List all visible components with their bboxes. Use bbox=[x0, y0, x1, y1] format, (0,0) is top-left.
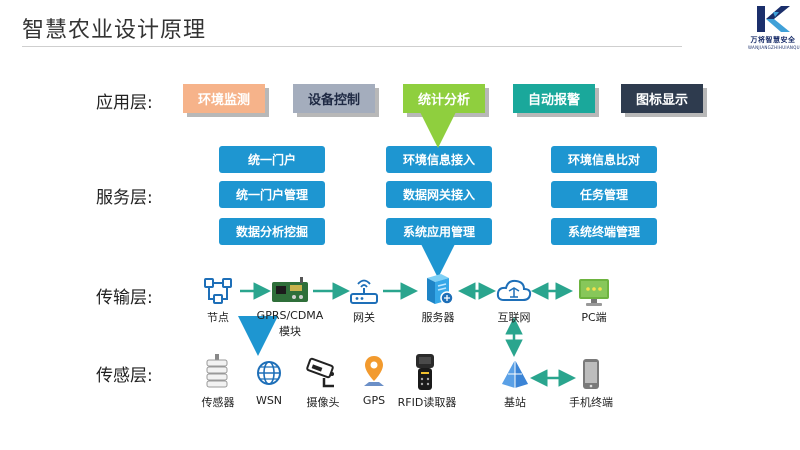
sensor-label: 传感器 bbox=[201, 396, 235, 409]
module-chart-display[interactable]: 图标显示 bbox=[621, 84, 703, 113]
node-label: 节点 bbox=[207, 311, 229, 324]
gateway-icon bbox=[350, 279, 378, 304]
service-data-mining[interactable]: 数据分析挖掘 bbox=[219, 218, 325, 245]
gprs-label: GPRS/CDMA bbox=[256, 309, 324, 322]
mobile-phone-icon bbox=[583, 359, 599, 389]
wsn-label: WSN bbox=[255, 394, 283, 407]
transport-layer-label: 传输层: bbox=[96, 288, 153, 308]
rfid-label: RFID读取器 bbox=[397, 396, 457, 409]
title-divider bbox=[22, 46, 682, 47]
application-layer-label: 应用层: bbox=[96, 93, 153, 113]
server-label: 服务器 bbox=[421, 311, 455, 324]
mobile-label: 手机终端 bbox=[569, 396, 613, 409]
rfid-reader-icon bbox=[416, 354, 434, 390]
module-environment-monitoring[interactable]: 环境监测 bbox=[183, 84, 265, 113]
module-auto-alarm[interactable]: 自动报警 bbox=[513, 84, 595, 113]
service-task-management[interactable]: 任务管理 bbox=[551, 181, 657, 208]
internet-cloud-icon bbox=[496, 279, 532, 301]
base-station-label: 基站 bbox=[504, 396, 526, 409]
service-unified-portal-management[interactable]: 统一门户管理 bbox=[219, 181, 325, 208]
sensing-layer-label: 传感层: bbox=[96, 366, 153, 386]
service-environment-access[interactable]: 环境信息接入 bbox=[386, 146, 492, 173]
gps-pin-icon bbox=[364, 356, 384, 386]
internet-label: 互联网 bbox=[497, 311, 531, 324]
gprs-module-icon bbox=[272, 277, 308, 302]
page-title: 智慧农业设计原理 bbox=[22, 18, 207, 43]
pc-label: PC端 bbox=[581, 311, 607, 324]
sensor-icon bbox=[206, 354, 228, 388]
gateway-label: 网关 bbox=[353, 311, 375, 324]
module-device-control[interactable]: 设备控制 bbox=[293, 84, 375, 113]
camera-icon bbox=[306, 357, 334, 388]
service-layer-label: 服务层: bbox=[96, 188, 153, 208]
pc-icon bbox=[579, 279, 609, 306]
service-unified-portal[interactable]: 统一门户 bbox=[219, 146, 325, 173]
gprs-sub-label: 模块 bbox=[279, 325, 301, 338]
service-gateway-access[interactable]: 数据网关接入 bbox=[386, 181, 492, 208]
wsn-globe-icon bbox=[257, 361, 281, 385]
logo-text: 万将智慧安全 bbox=[750, 36, 796, 44]
logo-mark-icon bbox=[757, 6, 790, 32]
logo-subtitle: WANJIANGZHIHUIANQUAN bbox=[748, 45, 800, 50]
service-environment-comparison[interactable]: 环境信息比对 bbox=[551, 146, 657, 173]
base-station-icon bbox=[502, 360, 528, 388]
camera-label: 摄像头 bbox=[306, 396, 340, 409]
server-icon bbox=[427, 274, 454, 305]
node-icon bbox=[204, 278, 232, 304]
company-logo: 万将智慧安全 WANJIANGZHIHUIANQUAN bbox=[748, 4, 800, 50]
gps-label: GPS bbox=[362, 394, 386, 407]
service-terminal-management[interactable]: 系统终端管理 bbox=[551, 218, 657, 245]
